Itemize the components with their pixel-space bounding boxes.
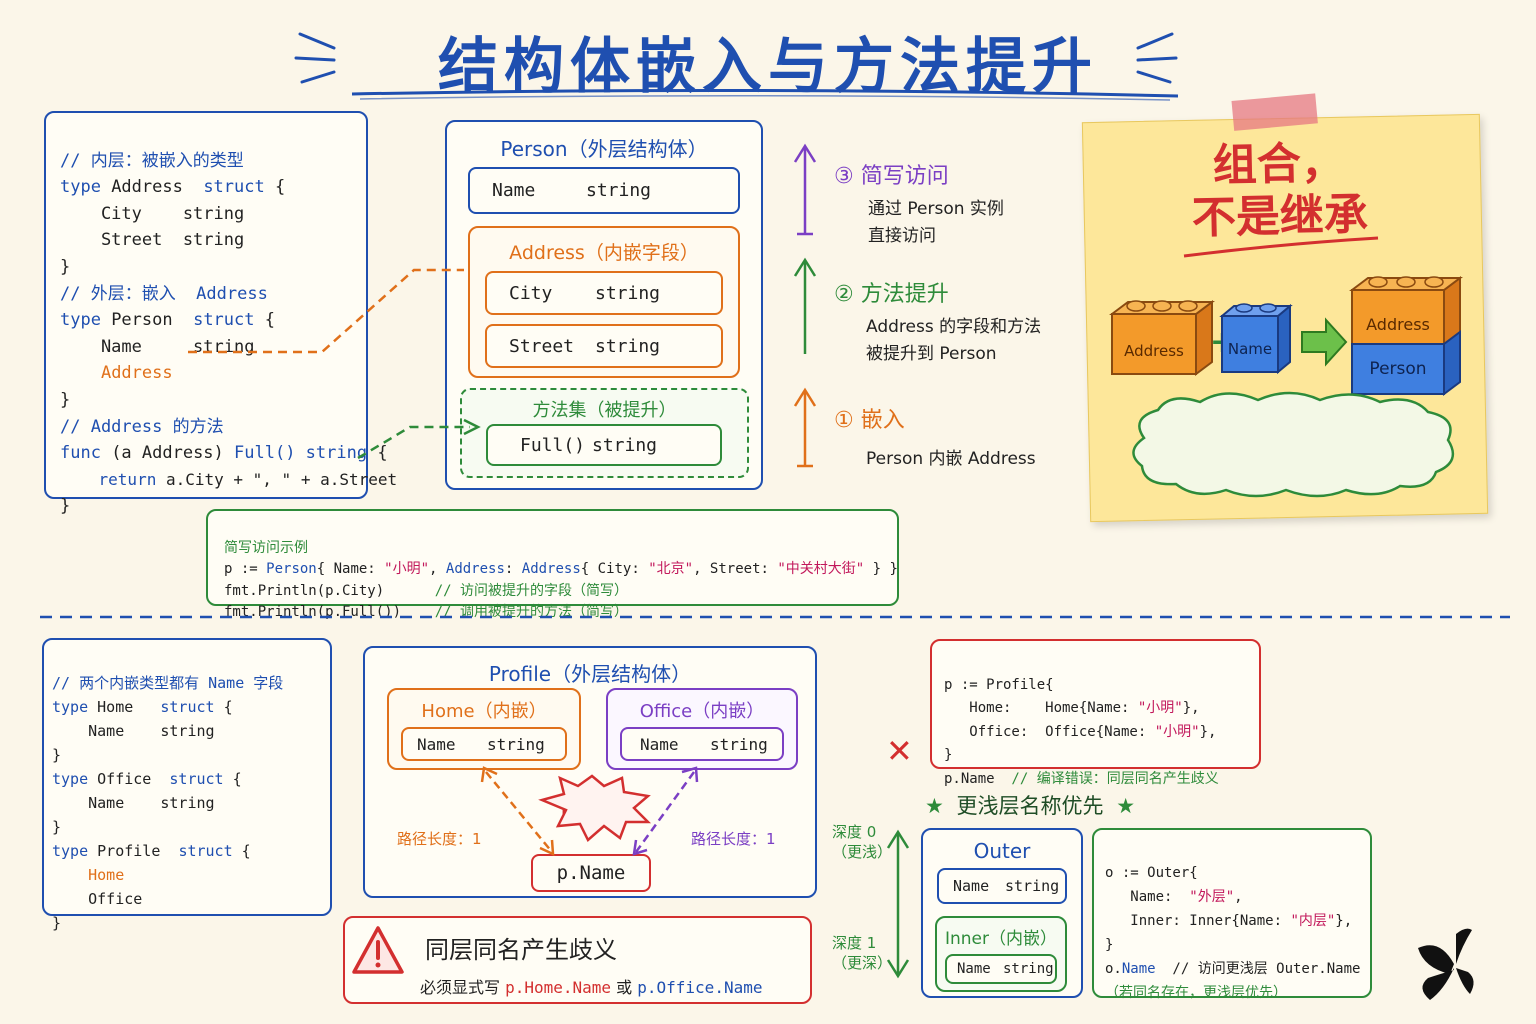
code-line: type Office struct {	[52, 770, 242, 788]
path-length-left: 路径长度：1	[397, 830, 482, 848]
code-line: type Address struct {	[60, 177, 286, 198]
sticky-cloud-text: 外层只是获得便捷访问路径， 并非父子关系！	[1169, 425, 1417, 480]
code-line: City string	[60, 203, 245, 224]
code-line: p := Person{ Name: "小明", Address: Addres…	[224, 561, 898, 577]
step-2: ② 方法提升 Address 的字段和方法被提升到 Person	[834, 282, 1042, 364]
code-line: Name string	[52, 794, 215, 812]
code-line: type Person struct {	[60, 310, 275, 331]
code-line: }	[60, 496, 71, 517]
code-line: Home	[88, 866, 125, 884]
code-line: }	[60, 256, 71, 277]
code-line: }	[944, 747, 953, 763]
comment-method: // Address 的方法	[60, 416, 224, 437]
tape	[1231, 93, 1318, 131]
path-length-right: 路径长度：1	[691, 830, 776, 848]
butterfly-icon	[1418, 928, 1474, 1000]
step-3: ③ 简写访问 通过 Person 实例直接访问	[834, 164, 1004, 246]
example-title: 简写访问示例	[224, 539, 308, 556]
code-line: type Home struct {	[52, 698, 233, 716]
person-title: Person（外层结构体）	[500, 137, 708, 161]
code-line: Home: Home{Name: "小明"},	[944, 700, 1200, 716]
comment-outer: // 外层：嵌入 Address	[60, 283, 268, 304]
code-line: Inner: Inner{Name: "内层"},	[1105, 913, 1353, 929]
ambiguity-warning: 同层同名产生歧义 必须显式写 p.Home.Name 或 p.Office.Na…	[343, 916, 812, 1004]
code-line: }	[1105, 937, 1114, 953]
code-line: Office	[52, 890, 143, 908]
code-panel-collision: // 两个内嵌类型都有 Name 字段 type Home struct { N…	[42, 638, 332, 932]
code-line: Name: "外层",	[1105, 889, 1243, 905]
method-set-title: 方法集（被提升）	[532, 400, 677, 421]
code-line: }	[52, 914, 62, 932]
code-line: （若同名存在，更浅层优先）	[1105, 985, 1287, 1001]
code-panel-embedding: // 内层：被嵌入的类型 type Address struct { City …	[44, 111, 397, 516]
arrow-up-icon	[793, 387, 817, 468]
code-line: }	[52, 818, 62, 836]
star-icon: ★	[1116, 794, 1136, 818]
cross-mark-icon: ✕	[886, 732, 913, 770]
code-line: o := Outer{	[1105, 865, 1198, 881]
code-line: type Profile struct {	[52, 842, 251, 860]
code-line: Name string	[60, 336, 255, 357]
code-line: Address	[60, 363, 173, 383]
profile-title: Profile（外层结构体）	[488, 662, 692, 686]
code-line: p := Profile{	[944, 676, 1054, 693]
code-line: }	[52, 746, 62, 764]
warning-detail: 必须显式写 p.Home.Name 或 p.Office.Name	[420, 978, 763, 997]
outer-code-panel: o := Outer{ Name: "外层", Inner: Inner{Nam…	[1092, 828, 1372, 1001]
page-title: 结构体嵌入与方法提升	[438, 32, 1098, 102]
comment-inner: // 内层：被嵌入的类型	[60, 150, 244, 171]
step-1: ① 嵌入 Person 内嵌 Address	[834, 408, 1036, 469]
arrow-up-icon	[793, 257, 817, 354]
sticky-headline: 组合， 不是继承	[1191, 137, 1369, 244]
shallow-priority-title: ★ 更浅层名称优先 ★	[925, 794, 1136, 818]
error-code-panel: p := Profile{ Home: Home{Name: "小明"}, Of…	[930, 639, 1261, 787]
code-line: Street string	[60, 230, 245, 251]
full-method-field: Full()string	[486, 424, 722, 466]
code-line: Name string	[52, 722, 215, 740]
code-line: }	[60, 389, 71, 410]
depth-0-label: 深度 0（更浅）	[832, 823, 893, 861]
code-line: fmt.Println(p.City) // 访问被提升的字段（简写）	[224, 582, 629, 599]
address-embedded-title: Address（内嵌字段）	[509, 242, 699, 264]
warning-title: 同层同名产生歧义	[425, 936, 617, 964]
code-line: o.Name // 访问更浅层 Outer.Name	[1105, 961, 1361, 977]
arrow-up-icon	[793, 143, 817, 236]
p-name-access: p.Name	[531, 854, 651, 892]
code-line: Office: Office{Name: "小明"},	[944, 723, 1217, 740]
depth-1-label: 深度 1（更深）	[832, 934, 893, 972]
code-line: p.Name // 编译错误：同层同名产生歧义	[944, 770, 1219, 787]
embedded-address-field: Address	[100, 363, 173, 384]
example-panel: 简写访问示例 p := Person{ Name: "小明", Address:…	[206, 509, 899, 620]
collision-label: 碰撞！	[560, 794, 624, 818]
code-line: func (a Address) Full() string {	[60, 443, 388, 464]
code-line: fmt.Println(p.Full()) // 调用被提升的方法（简写）	[224, 604, 629, 620]
star-icon: ★	[925, 794, 944, 818]
method-set-box: 方法集（被提升） Full()string	[460, 388, 749, 478]
code-line: return a.City + ", " + a.Street	[60, 469, 398, 489]
